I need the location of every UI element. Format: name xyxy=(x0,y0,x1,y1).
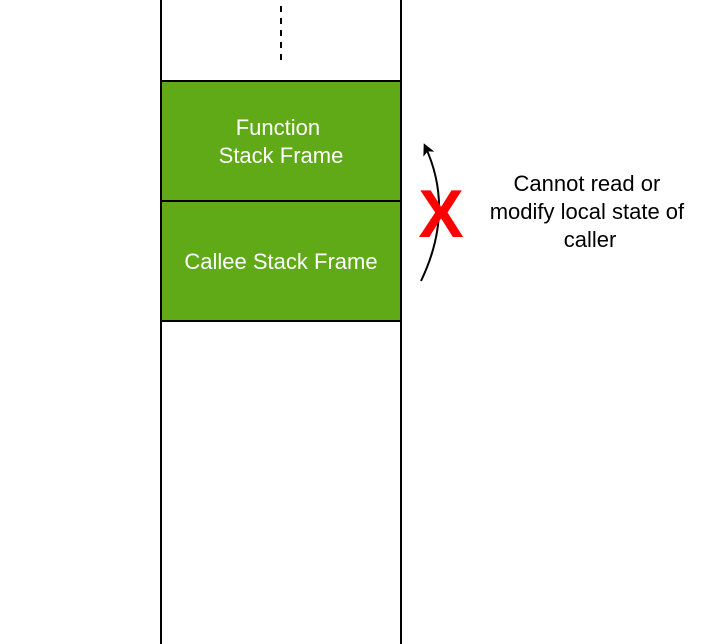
annotation-note-line-3: caller xyxy=(564,227,617,252)
callee-stack-frame-label-line-1: Callee Stack Frame xyxy=(184,249,377,274)
annotation-note-line-1: Cannot read or xyxy=(514,171,661,196)
callee-stack-frame xyxy=(160,200,402,322)
annotation-note-line-2: modify local state of xyxy=(490,199,685,224)
function-stack-frame xyxy=(160,80,402,202)
function-stack-frame-label: Function Stack Frame xyxy=(219,115,344,168)
curved-arrow xyxy=(420,143,441,282)
annotation-note: Cannot read or modify local state of cal… xyxy=(490,171,691,252)
function-stack-frame-label-line-1: Function xyxy=(236,115,320,140)
callee-stack-frame-label: Callee Stack Frame xyxy=(184,249,377,274)
function-stack-frame-label-line-2: Stack Frame xyxy=(219,143,344,168)
forbidden-x-mark: X xyxy=(418,176,463,252)
